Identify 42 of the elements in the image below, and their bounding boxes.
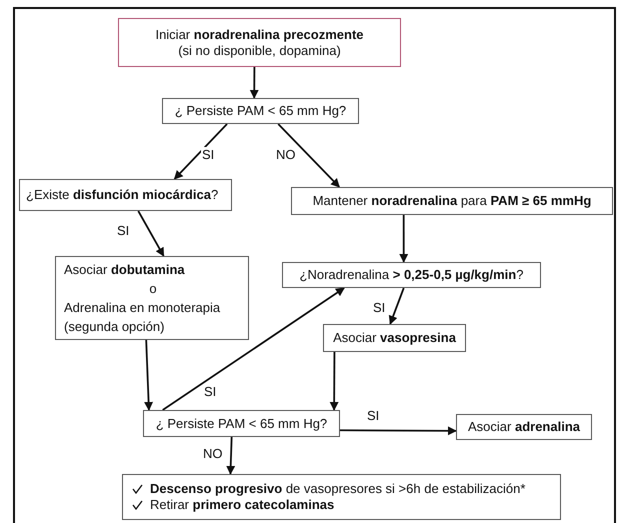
process-box [143,410,340,437]
arrow [174,123,228,180]
arrow [340,426,457,436]
node-text: ¿ Persiste PAM < 65 mm Hg? [174,103,348,119]
process-box [118,18,401,67]
arrow [144,340,154,411]
edge-label: SI [366,408,380,423]
checklist-box [122,474,561,520]
process-box [55,256,249,340]
edge-label: SI [372,300,386,315]
process-box [282,262,541,288]
process-box [291,187,613,215]
process-box [456,414,592,440]
node-text: Asociar dobutamina [64,261,186,279]
arrow [278,123,340,188]
node-text: Asociar adrenalina [467,419,581,435]
node-text: ¿Existe disfunción miocárdica? [26,187,220,203]
edge-label: SI [116,223,130,238]
process-box [323,324,466,352]
arrow [226,436,236,475]
node-text: Asociar vasopresina [332,330,457,346]
node-text: Adrenalina en monoterapia (segunda opción) [64,299,222,336]
edge-label: SI [203,384,218,399]
node-text: ¿ Persiste PAM < 65 mm Hg? [154,416,328,432]
edge-label: SI [201,147,216,162]
node-text: Retirar primero catecolaminas [150,497,334,513]
node-text: (si no disponible, dopamina) [177,42,342,58]
edge-label: NO [202,446,224,461]
node-text: o [148,280,158,298]
arrow [388,288,405,325]
node-text: Mantener noradrenalina para PAM ≥ 65 mmHg [312,193,592,209]
edge-label: NO [275,147,296,162]
process-box [162,98,359,124]
arrow [138,210,164,257]
arrow [330,352,339,411]
process-box [19,179,232,211]
arrow [250,67,259,99]
arrow [162,287,345,411]
node-text: ¿Noradrenalina > 0,25-0,5 µg/kg/min? [298,267,524,283]
node-text: Iniciar noradrenalina precozmente [154,26,365,42]
node-text: Descenso progresivo de vasopresores si >6h de estabilización* [150,481,526,497]
arrow [399,215,408,263]
